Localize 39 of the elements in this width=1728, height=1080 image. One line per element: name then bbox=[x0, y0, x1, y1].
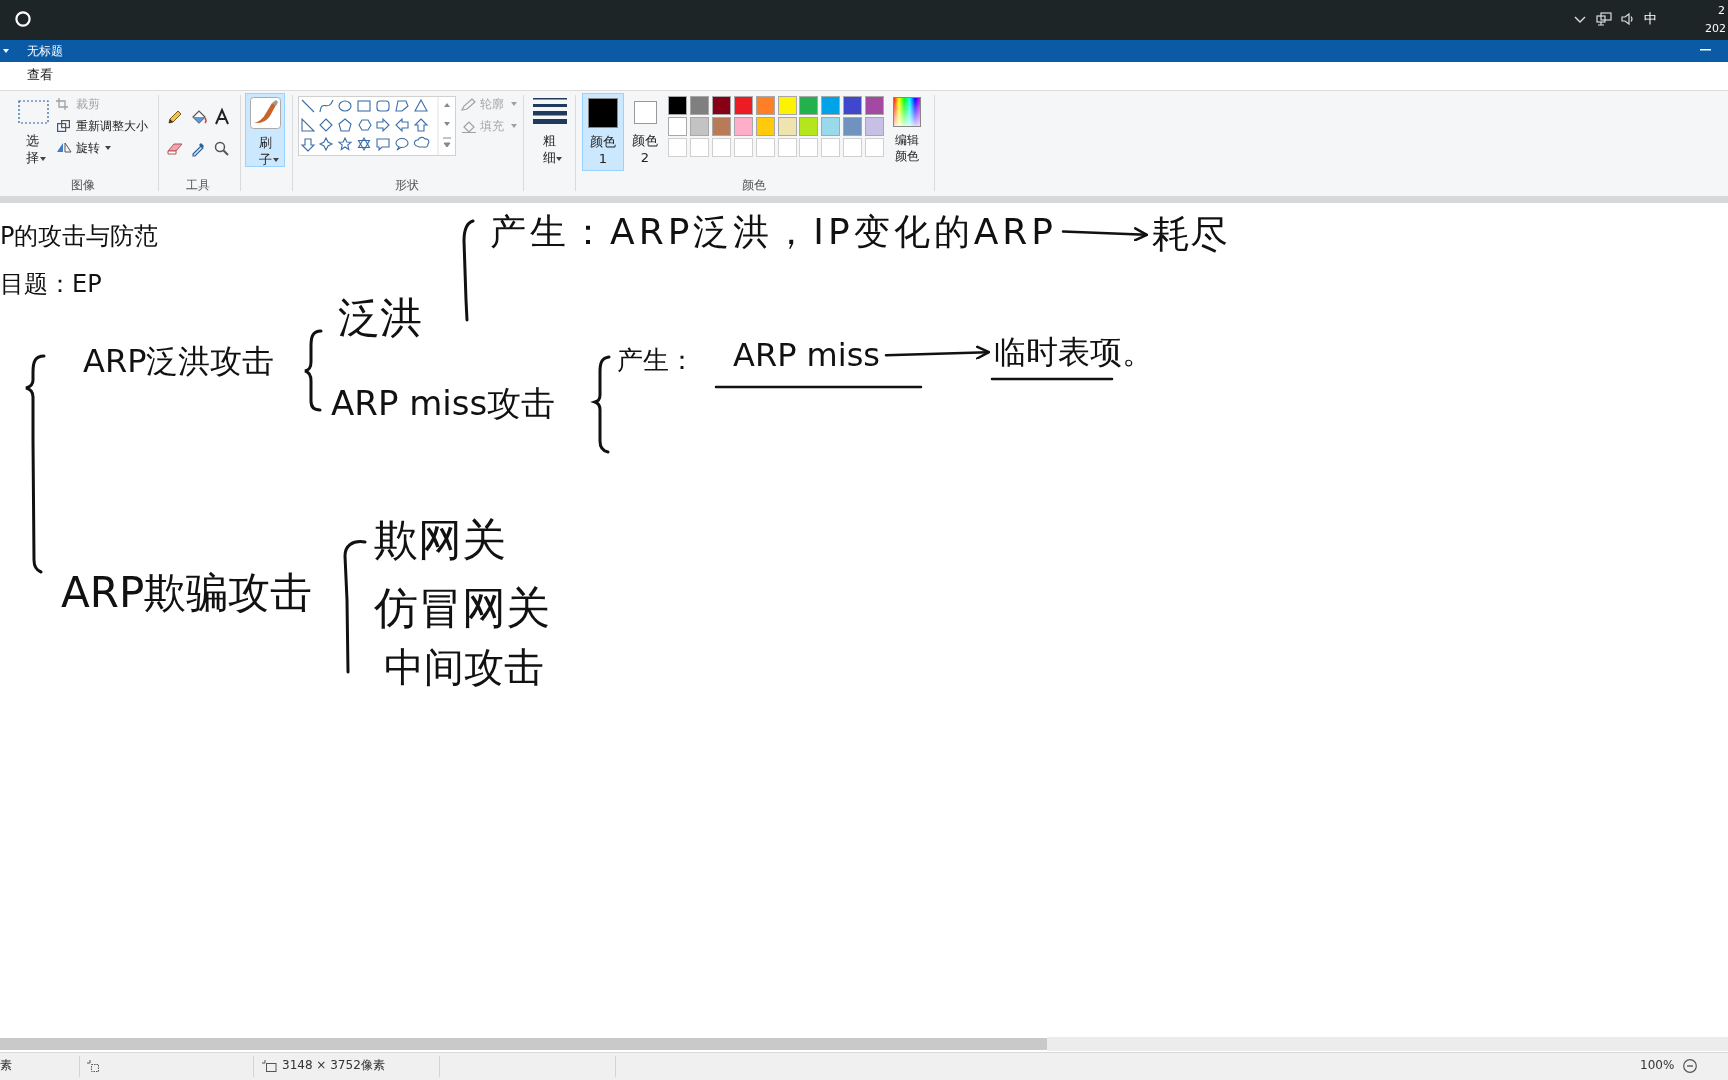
resize-label: 重新调整大小 bbox=[76, 119, 148, 134]
outline-label: 轮廓 bbox=[480, 97, 504, 112]
group-label: 图像 bbox=[71, 178, 95, 193]
secondary-color-label: 颜色 2 bbox=[631, 133, 659, 167]
primary-color-button: 颜色 1 bbox=[582, 93, 624, 171]
note-text: ARP欺骗攻击 bbox=[61, 568, 313, 619]
zoom-level-text: 100% bbox=[1640, 1058, 1675, 1073]
canvas-size-text: 3148 × 3752像素 bbox=[282, 1058, 385, 1073]
note-text: 产生： bbox=[617, 345, 695, 377]
rotate-label: 旋转 bbox=[76, 141, 100, 156]
fill-label: 填充 bbox=[480, 119, 504, 134]
line-width-label: 粗细 bbox=[542, 133, 556, 167]
arrow bbox=[1061, 227, 1149, 242]
note-text: 仿冒网关 bbox=[374, 582, 550, 635]
note-text: ARP miss攻击 bbox=[331, 383, 556, 424]
group-label: 颜色 bbox=[742, 178, 766, 193]
clock-text: 2 bbox=[1718, 4, 1725, 18]
select-label: 选择 bbox=[25, 133, 39, 167]
note-text: 中间攻击 bbox=[384, 643, 544, 691]
note-text: ARP miss bbox=[733, 336, 880, 375]
note-text: 临时表项。 bbox=[994, 333, 1154, 372]
page-heading: P的攻击与防范 bbox=[0, 222, 159, 251]
brush-button: 刷子 bbox=[245, 93, 285, 167]
note-text: 泛洪 bbox=[338, 293, 422, 344]
window-title: 无标题 bbox=[27, 44, 63, 59]
note-text: 产生：ARP泛洪，IP变化的ARP bbox=[490, 210, 1058, 254]
group-label: 形状 bbox=[395, 178, 419, 193]
subtitle-text: 目题：EP bbox=[0, 270, 102, 299]
note-text: 耗尽 bbox=[1152, 212, 1228, 258]
crop-label: 裁剪 bbox=[76, 97, 100, 112]
group-label: 工具 bbox=[186, 178, 210, 193]
input-method-indicator: 中 bbox=[1644, 11, 1657, 27]
note-text: ARP泛洪攻击 bbox=[83, 342, 275, 381]
menu-label: 查看 bbox=[27, 67, 53, 83]
date-text: 202 bbox=[1705, 22, 1726, 36]
arrow bbox=[884, 345, 991, 360]
edit-colors-label: 编辑颜色 bbox=[894, 133, 920, 165]
status-text: 素 bbox=[0, 1058, 12, 1073]
note-text: 欺网关 bbox=[374, 514, 506, 567]
